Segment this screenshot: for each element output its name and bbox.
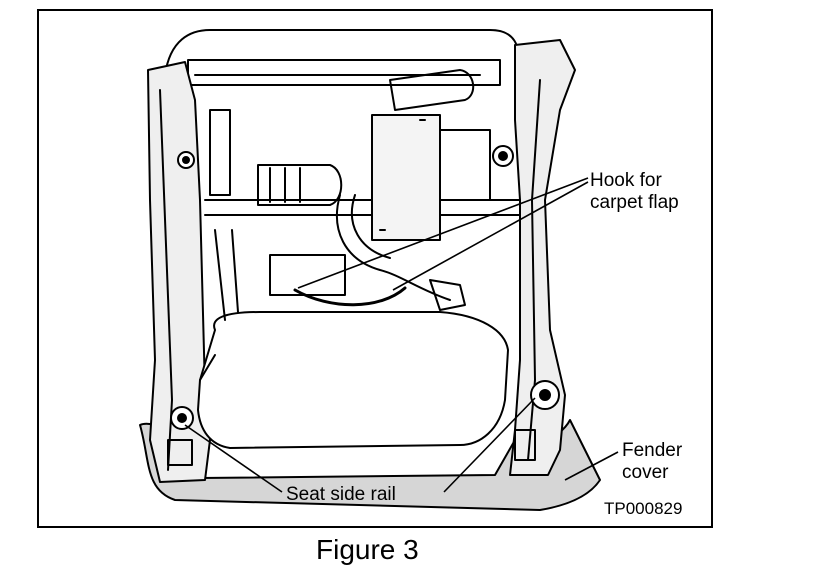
upper-motor <box>389 69 475 111</box>
right-seat-rail <box>509 39 576 476</box>
figure-caption: Figure 3 <box>316 534 419 565</box>
fender-label-line-2: cover <box>622 462 669 483</box>
seat-cushion <box>197 311 509 449</box>
hook-label-line-1: Hook for <box>590 170 662 191</box>
carpet-flap-hook <box>293 286 407 307</box>
seat-motor <box>257 164 343 206</box>
rail-leader-right <box>443 397 536 493</box>
hook-label-line-2: carpet flap <box>590 192 679 213</box>
fender-leader <box>564 451 619 481</box>
hook-leader-2 <box>392 181 589 291</box>
seat-back-frame <box>164 29 521 76</box>
seat-rail-callout-label: Seat side rail <box>286 484 396 505</box>
part-number: TP000829 <box>604 499 683 518</box>
hook-callout-label: Hook for carpet flap <box>590 170 679 214</box>
fender-callout-label: Fender cover <box>622 440 682 484</box>
hook-leader-1 <box>297 177 589 289</box>
fender-label-line-1: Fender <box>622 440 683 461</box>
rail-leader-left <box>184 424 283 493</box>
control-module <box>371 114 441 241</box>
